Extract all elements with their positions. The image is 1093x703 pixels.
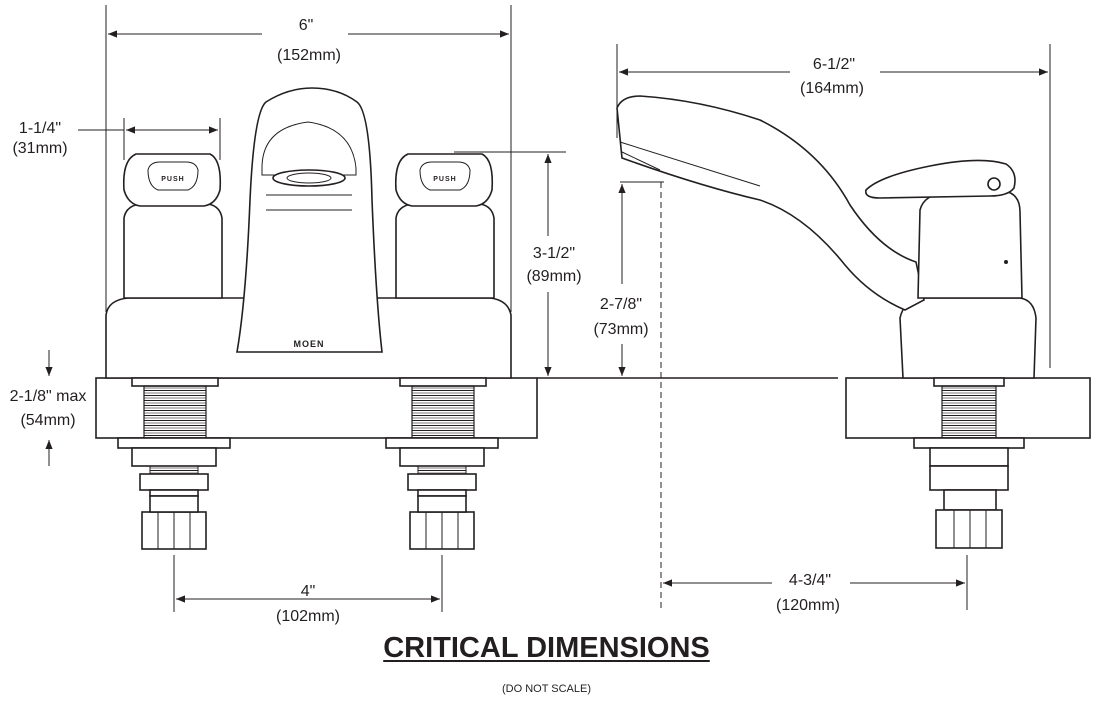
svg-text:PUSH: PUSH: [433, 176, 456, 183]
svg-text:PUSH: PUSH: [161, 176, 184, 183]
spout-reach-imperial: 6-1/2": [813, 56, 855, 73]
drawing-subtitle: (DO NOT SCALE): [501, 683, 592, 695]
handle-width-metric: (31mm): [12, 140, 67, 157]
front-spout: [236, 87, 383, 353]
drawing-title-text: CRITICAL DIMENSIONS: [383, 632, 710, 664]
handle-width-imperial: 1-1/4": [19, 120, 61, 137]
outlet-offset-metric: (120mm): [776, 597, 840, 614]
spout-height-imperial: 2-7/8": [600, 296, 642, 313]
right-handle: PUSH: [394, 153, 495, 299]
brand-logo: MOEN: [294, 339, 325, 349]
side-view: [616, 44, 1091, 610]
dimension-lines: [45, 30, 1048, 612]
left-handle: PUSH: [122, 153, 223, 299]
outlet-offset-imperial: 4-3/4": [789, 572, 831, 589]
overall-width-metric: (152mm): [277, 47, 341, 64]
side-spout: [616, 95, 925, 311]
side-lever: [864, 159, 1016, 199]
deck-thickness-metric: (54mm): [20, 412, 75, 429]
height-imperial: 3-1/2": [533, 245, 575, 262]
right-shank: [385, 377, 499, 550]
drawing-title: CRITICAL DIMENSIONS: [0, 632, 1093, 665]
side-escutcheon: [899, 297, 1037, 379]
spout-reach-metric: (164mm): [800, 80, 864, 97]
left-shank: [117, 377, 231, 550]
deck-thickness-imperial: 2-1/8" max: [10, 388, 87, 405]
center-spacing-metric: (102mm): [276, 608, 340, 625]
overall-width-imperial: 6": [299, 17, 314, 34]
height-metric: (89mm): [526, 268, 581, 285]
dimension-labels: 6" (152mm) 1-1/4" (31mm) 3-1/2" (89mm) 2…: [10, 17, 864, 625]
side-handle-body: [917, 191, 1023, 299]
front-view: MOEN PUSH PUSH: [95, 5, 838, 550]
spout-height-metric: (73mm): [593, 321, 648, 338]
center-spacing-imperial: 4": [301, 583, 316, 600]
